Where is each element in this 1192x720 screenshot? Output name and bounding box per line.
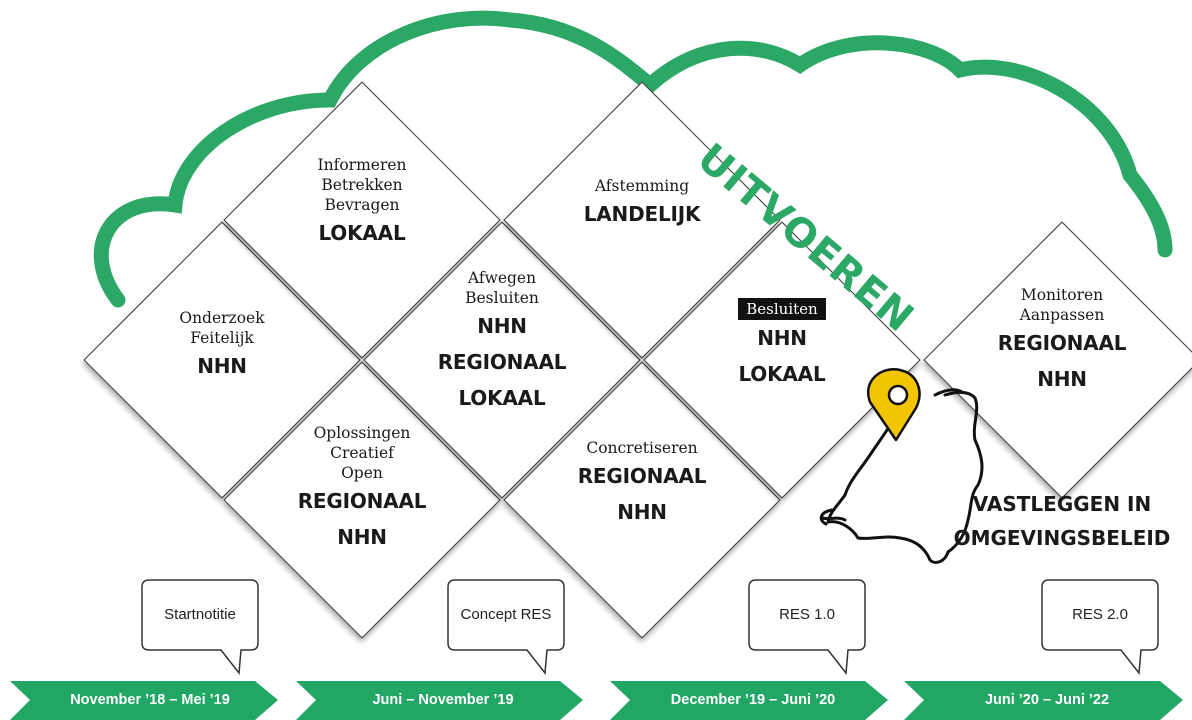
text-onderzoek-2: Feitelijk: [190, 329, 254, 347]
timeline-arrow-2: [296, 681, 583, 720]
timeline-arrow-1: [10, 681, 278, 720]
label-afwegen: Afwegen Besluiten NHN REGIONAAL LOKAAL: [392, 268, 612, 416]
milestone-bubble-res-1: RES 1.0: [748, 579, 866, 675]
caps-monitoren-2: NHN: [1037, 367, 1087, 391]
text-informeren-1: Informeren: [317, 156, 407, 174]
label-afstemming: Afstemming LANDELIJK: [532, 176, 752, 232]
speech-bubble-shape: [748, 579, 866, 675]
timeline-label-4: Juni ’20 – Juni ’22: [984, 692, 1110, 708]
text-afwegen-2: Besluiten: [465, 289, 539, 307]
timeline-label-3: December ’19 – Juni ’20: [670, 692, 836, 708]
label-concretiseren: Concretiseren REGIONAAL NHN: [532, 438, 752, 530]
speech-bubble-shape: [447, 579, 565, 675]
text-oplossingen-2: Creatief: [330, 444, 394, 462]
text-informeren-3: Bevragen: [324, 196, 400, 214]
milestone-label: Concept RES: [460, 606, 552, 623]
caps-monitoren-1: REGIONAAL: [997, 331, 1127, 355]
caps-afstemming-1: LANDELIJK: [583, 202, 701, 226]
caps-afwegen-3: LOKAAL: [458, 386, 546, 410]
text-afstemming-1: Afstemming: [594, 177, 690, 195]
timeline-arrow-4: [904, 681, 1183, 720]
vastleggen-line-1: VASTLEGGEN IN: [972, 492, 1152, 516]
milestone-label: RES 2.0: [1072, 606, 1128, 623]
label-besluiten: Besluiten NHN LOKAAL: [672, 298, 892, 392]
caps-oplossingen-1: REGIONAAL: [297, 489, 427, 513]
caps-informeren-1: LOKAAL: [318, 221, 406, 245]
speech-bubble-shape: [1041, 579, 1159, 675]
milestone-label: Startnotitie: [164, 606, 236, 623]
caps-concretiseren-1: REGIONAAL: [577, 464, 707, 488]
text-informeren-2: Betrekken: [321, 176, 403, 194]
caps-afwegen-2: REGIONAAL: [437, 350, 567, 374]
caps-onderzoek-1: NHN: [197, 354, 247, 378]
vastleggen-line-2: OMGEVINGSBELEID: [953, 526, 1171, 550]
text-afwegen-1: Afwegen: [467, 269, 537, 287]
speech-bubble-shape: [141, 579, 259, 675]
text-onderzoek-1: Onderzoek: [179, 309, 265, 327]
milestone-bubble-res-2: RES 2.0: [1041, 579, 1159, 675]
text-monitoren-2: Aanpassen: [1019, 306, 1105, 324]
milestone-bubble-startnotitie: Startnotitie: [141, 579, 259, 675]
text-concretiseren-1: Concretiseren: [586, 439, 698, 457]
label-monitoren: Monitoren Aanpassen REGIONAAL NHN: [952, 285, 1172, 397]
text-oplossingen-3: Open: [341, 464, 383, 482]
caps-afwegen-1: NHN: [477, 314, 527, 338]
text-monitoren-1: Monitoren: [1020, 286, 1104, 304]
caps-besluiten-2: LOKAAL: [738, 362, 826, 386]
vastleggen-label: VASTLEGGEN IN OMGEVINGSBELEID: [952, 487, 1172, 555]
milestone-label: RES 1.0: [779, 606, 835, 623]
timeline-label-2: Juni – November ’19: [372, 692, 514, 708]
caps-concretiseren-2: NHN: [617, 500, 667, 524]
label-onderzoek: Onderzoek Feitelijk NHN: [112, 308, 332, 384]
timeline-arrow-3: [610, 681, 888, 720]
label-oplossingen: Oplossingen Creatief Open REGIONAAL NHN: [252, 423, 472, 555]
milestone-bubble-concept-res: Concept RES: [447, 579, 565, 675]
text-oplossingen-1: Oplossingen: [313, 424, 411, 442]
caps-oplossingen-2: NHN: [337, 525, 387, 549]
besluiten-tag: Besluiten: [738, 298, 826, 320]
timeline-label-1: November ’18 – Mei ’19: [70, 692, 230, 708]
label-informeren: Informeren Betrekken Bevragen LOKAAL: [252, 155, 472, 251]
caps-besluiten-1: NHN: [757, 326, 807, 350]
